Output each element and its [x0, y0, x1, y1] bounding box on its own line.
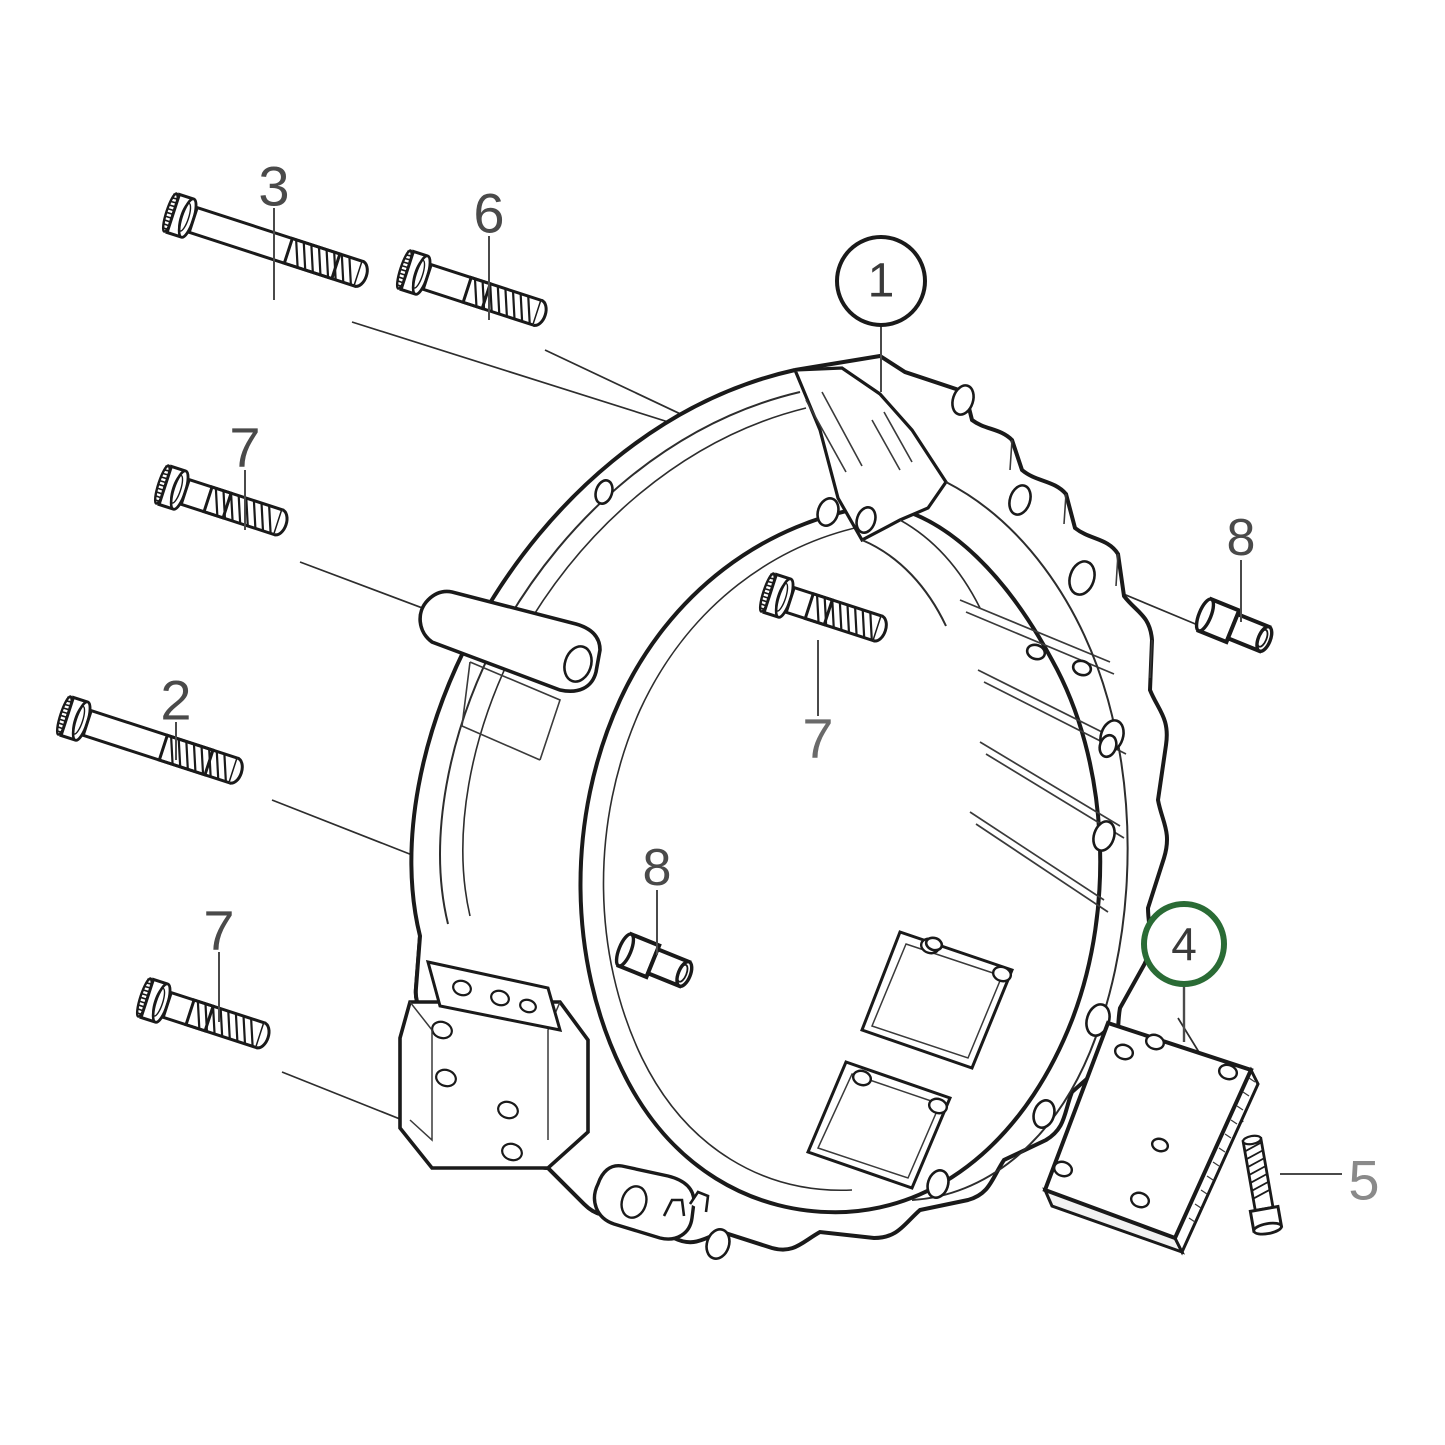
bolt-2-threads: [170, 736, 227, 782]
callout-6-number: 6: [473, 182, 504, 245]
flange-hole: [1068, 560, 1096, 596]
flywheel-housing[interactable]: [398, 353, 1169, 1262]
bolt-6-threads: [473, 278, 531, 324]
screw-5-threads: [1244, 1141, 1271, 1200]
callout-4[interactable]: 4: [1141, 901, 1227, 1042]
housing-bottom-foot-hole: [620, 1185, 648, 1219]
callout-1-number: 1: [868, 255, 895, 308]
housing-window-upper: [860, 930, 1014, 1070]
flange-hole: [926, 1169, 950, 1199]
flange-hole: [594, 479, 614, 505]
callout-4-circle: [1141, 901, 1227, 987]
plate-hole: [1150, 1137, 1170, 1153]
housing-left-boss-upper: [418, 589, 602, 693]
flange-hole: [1032, 1099, 1056, 1129]
flange-hole: [855, 506, 877, 534]
flange-hole: [1098, 733, 1118, 759]
dowel-pin-8b[interactable]: [613, 931, 696, 992]
housing-spine-grooves: [805, 391, 913, 473]
bolt-7b-threads: [196, 1001, 254, 1047]
flange-hole: [1025, 643, 1047, 661]
flange-hole: [705, 1228, 731, 1260]
housing-flange-holes: [594, 384, 1125, 1260]
bolt-7a-threads: [214, 488, 272, 534]
bolt-7b[interactable]: [132, 975, 274, 1056]
callout-leaders: [175, 208, 1342, 1175]
cover-plate[interactable]: [1042, 1020, 1260, 1256]
callout-7b-number: 7: [203, 899, 234, 962]
housing-window-upper-inner: [870, 943, 1004, 1059]
bolt-7c[interactable]: [755, 570, 891, 650]
callout-8a-number: 8: [1227, 509, 1256, 567]
bolt-3[interactable]: [158, 190, 372, 295]
plate-hole: [1217, 1063, 1239, 1081]
dowel-pin-8a[interactable]: [1193, 596, 1276, 657]
flange-hole: [816, 497, 840, 527]
callout-2-number: 2: [160, 669, 191, 732]
callout-3-number: 3: [258, 155, 289, 218]
cover-plate-holes: [1052, 1033, 1239, 1209]
bolt-7c-threads: [815, 594, 873, 641]
housing-left-bracket: [398, 1000, 590, 1170]
housing-right-edge-band: [1009, 439, 1153, 679]
bolt-7a[interactable]: [150, 462, 292, 543]
housing-bottom-notch: [662, 1190, 710, 1217]
housing-left-bracket-holes: [431, 1020, 523, 1162]
callout-7a-number: 7: [229, 416, 260, 479]
plate-hole: [1129, 1191, 1151, 1209]
plate-hole: [1113, 1043, 1135, 1061]
assembly-line-bolt3: [351, 321, 701, 433]
housing-center-web-2: [899, 519, 981, 609]
plate-hole: [1144, 1033, 1166, 1051]
flange-hole: [1071, 659, 1093, 677]
callout-7c-number: 7: [802, 707, 833, 770]
assembly-line-bolt2: [271, 799, 431, 863]
housing-rear-rim-curve: [911, 481, 1129, 1201]
housing-left-boss-upper-hole: [563, 645, 593, 683]
plate-hole: [1052, 1160, 1074, 1178]
housing-left-boss-upper-web: [461, 661, 561, 761]
bolt-3-threads: [295, 239, 352, 285]
cover-plate-face: [1042, 1020, 1254, 1241]
flange-hole: [1092, 820, 1116, 852]
flange-hole: [951, 384, 975, 416]
flange-hole: [1008, 484, 1032, 516]
bolt-6[interactable]: [392, 247, 551, 334]
callout-5-number: 5: [1348, 1149, 1379, 1212]
housing-center-web: [861, 539, 947, 627]
callout-4-number: 4: [1171, 918, 1197, 970]
housing-inner-bore-shadow: [602, 521, 887, 1191]
flange-hole: [924, 936, 944, 952]
callout-1-circle: [835, 235, 927, 327]
housing-window-lower-inner: [816, 1073, 942, 1179]
callout-1[interactable]: 1: [835, 235, 927, 392]
cover-plate-edge-hatch: [1188, 1077, 1256, 1223]
housing-left-pad-holes: [452, 979, 537, 1014]
bolt-2[interactable]: [52, 693, 247, 792]
cover-plate-screw[interactable]: [1238, 1134, 1284, 1236]
callout-8b-number: 8: [643, 839, 672, 897]
